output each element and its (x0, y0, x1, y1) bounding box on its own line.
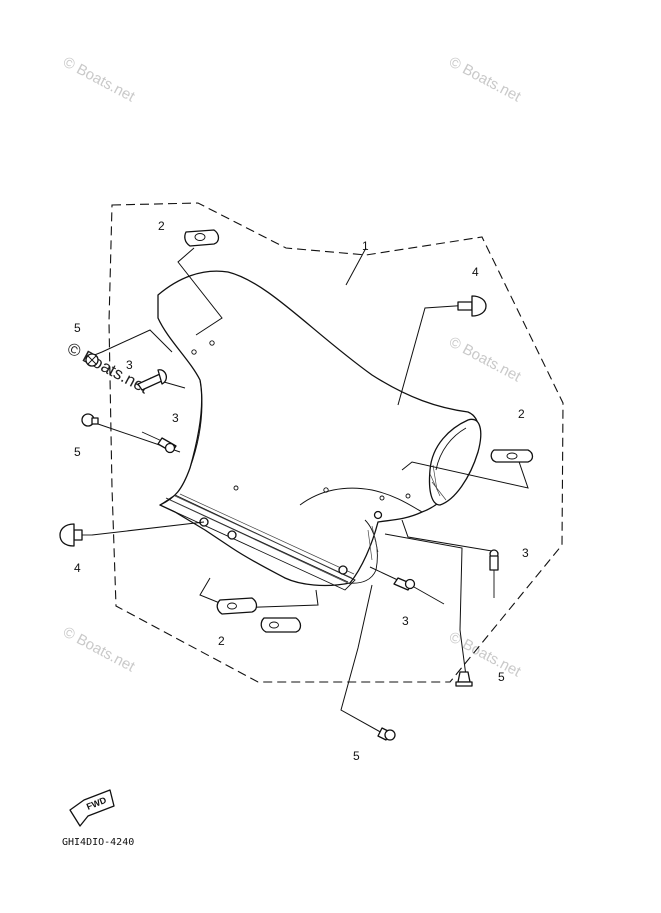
bracket-part-2 (260, 617, 302, 633)
callout-part-2: 2 (158, 219, 165, 233)
watermark: © Boats.net (60, 624, 138, 676)
rivet-part-3 (137, 369, 168, 391)
screw-part-5 (377, 727, 396, 741)
bracket-part-2 (216, 597, 258, 615)
rivet-part-3 (141, 431, 177, 454)
screw-part-5 (455, 671, 473, 687)
rivet-part-3 (489, 549, 499, 598)
diagram-code: GHI4DIO-4240 (62, 837, 134, 848)
callout-part-3: 3 (402, 614, 409, 628)
callout-part-2: 2 (218, 634, 225, 648)
callout-part-2: 2 (518, 407, 525, 421)
bracket-part-2 (184, 229, 220, 247)
fwd-arrow-icon: FWD (69, 789, 115, 827)
watermark: © Boats.net (446, 54, 524, 106)
watermark: © Boats.net (60, 54, 138, 106)
callout-part-5: 5 (74, 321, 81, 335)
screw-part-5 (85, 353, 99, 367)
watermark: © Boats.net (64, 339, 152, 398)
callout-part-5: 5 (353, 749, 360, 763)
bolt-part-4 (457, 295, 487, 317)
callout-part-4: 4 (74, 561, 81, 575)
callout-part-4: 4 (472, 265, 479, 279)
top-cowling (157, 270, 482, 591)
callout-part-5: 5 (498, 670, 505, 684)
screw-part-5 (81, 413, 99, 427)
callout-part-3: 3 (172, 411, 179, 425)
callout-part-1: 1 (362, 239, 369, 253)
callout-part-3: 3 (522, 546, 529, 560)
callout-part-3: 3 (126, 358, 133, 372)
callout-part-5: 5 (74, 445, 81, 459)
assembly-boundary (108, 202, 564, 683)
bracket-part-2 (490, 449, 534, 463)
rivet-part-3 (393, 577, 445, 605)
bolt-part-4 (59, 523, 92, 547)
watermark: © Boats.net (446, 334, 524, 386)
